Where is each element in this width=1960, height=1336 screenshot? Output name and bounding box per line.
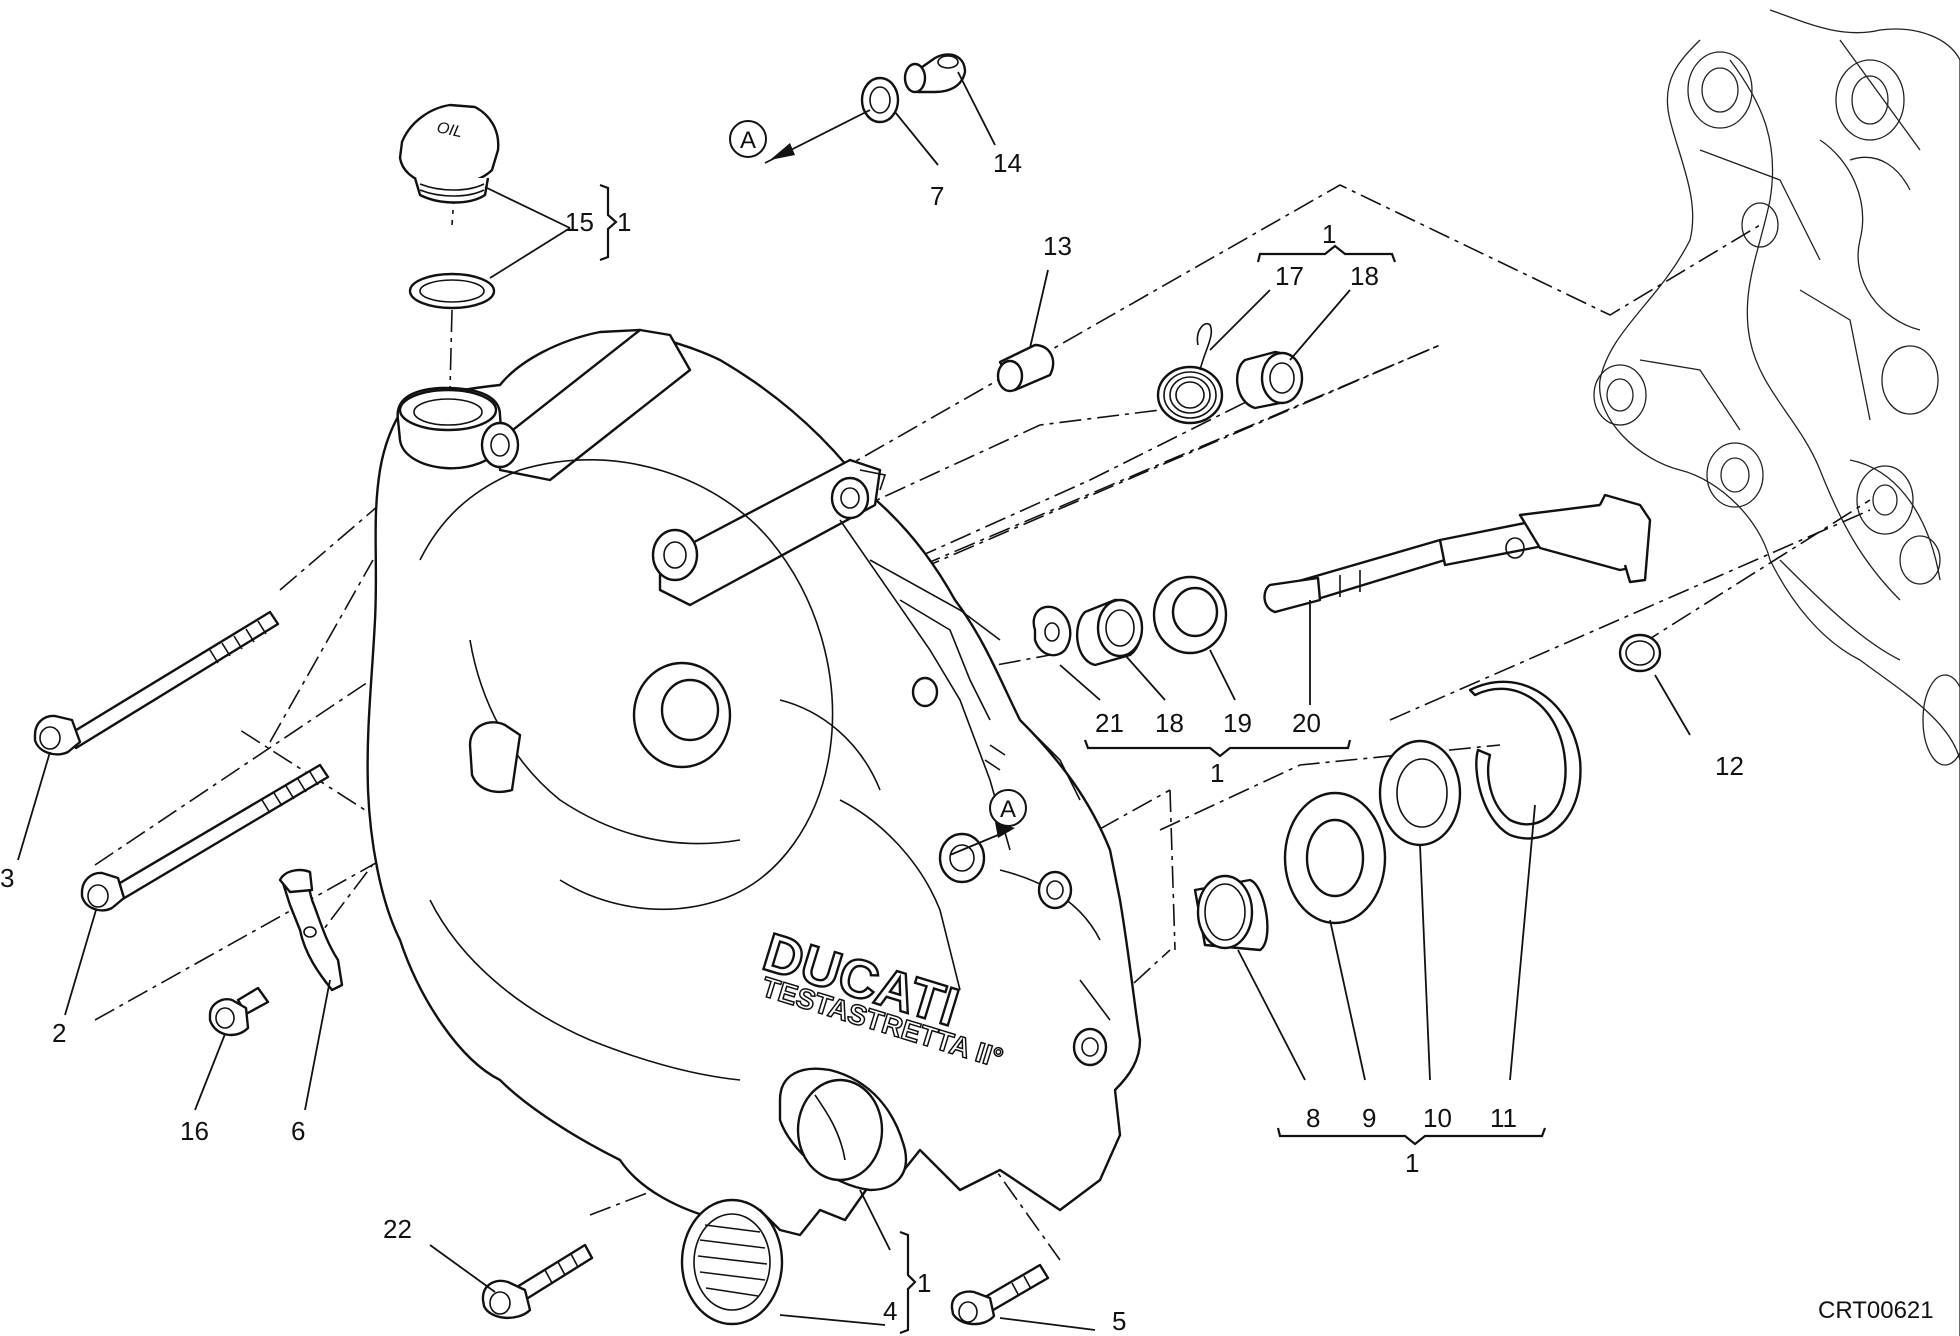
long-bolt-3 [33, 610, 280, 756]
callout-5: 5 [1112, 1306, 1126, 1336]
callout-15-kit: 1 [617, 207, 631, 237]
cable-bracket [278, 868, 344, 992]
view-marker-cover-label: A [1000, 796, 1016, 823]
return-spring [1156, 323, 1224, 425]
crankcase-outline [1593, 9, 1960, 1336]
view-marker-top: A [729, 109, 871, 164]
callout-20: 20 [1292, 708, 1321, 738]
callout-8: 8 [1306, 1103, 1320, 1133]
circlip-small [1032, 605, 1072, 657]
callout-seal-kit: 1 [1405, 1148, 1419, 1178]
dowel-pin [996, 343, 1055, 393]
callout-4: 4 [883, 1296, 897, 1326]
bolt-5 [950, 1263, 1050, 1326]
callout-2: 2 [52, 1018, 66, 1048]
callout-6: 6 [291, 1116, 305, 1146]
callout-19: 19 [1223, 708, 1252, 738]
needle-bearing-lower [1076, 598, 1144, 667]
view-marker-top-label: A [740, 127, 756, 154]
circlip-11 [1468, 680, 1582, 840]
reference-code: CRT00621 [1818, 1297, 1934, 1324]
callout-14: 14 [993, 148, 1022, 178]
clutch-cover: DUCATI TESTASTRETTA II° [366, 328, 1142, 1237]
cap-bolt [903, 53, 967, 94]
kit-braces [599, 183, 1547, 1335]
oil-seal-9 [1283, 791, 1387, 925]
needle-bearing-top [1236, 350, 1304, 410]
callout-labels: 15 1 7 14 13 1 17 18 21 18 19 20 1 12 8 … [0, 148, 1934, 1336]
callout-10: 10 [1423, 1103, 1452, 1133]
callout-22: 22 [383, 1214, 412, 1244]
callout-15: 15 [565, 207, 594, 237]
oil-seal-shaft [1152, 575, 1228, 655]
callout-12: 12 [1715, 751, 1744, 781]
callout-9: 9 [1362, 1103, 1376, 1133]
callout-11: 11 [1490, 1103, 1517, 1133]
callout-top-kit: 1 [1322, 219, 1336, 249]
callout-3: 3 [0, 863, 14, 893]
callout-17: 17 [1275, 261, 1304, 291]
o-ring-12 [1618, 633, 1662, 673]
bush-8 [1193, 874, 1269, 952]
bracket-bolt [208, 986, 270, 1037]
callout-7: 7 [930, 181, 944, 211]
bolt-22 [481, 1243, 594, 1319]
callout-21: 21 [1095, 708, 1124, 738]
leader-lines [17, 71, 1691, 1331]
callout-4-kit: 1 [917, 1268, 931, 1298]
inspection-cap [680, 1198, 784, 1326]
oil-filler-cap: OIL [398, 103, 500, 204]
callout-18: 18 [1155, 708, 1184, 738]
oil-cap-o-ring [408, 272, 496, 310]
shim-10 [1378, 739, 1462, 847]
long-bolt-2 [80, 763, 330, 912]
callout-13: 13 [1043, 231, 1072, 261]
clutch-shaft-lever [1263, 493, 1652, 614]
sealing-washer [860, 76, 900, 124]
callout-shaft-kit: 1 [1210, 758, 1224, 788]
callout-16: 16 [180, 1116, 209, 1146]
oil-cap-label: OIL [435, 119, 464, 141]
view-marker-cover: A [949, 789, 1027, 856]
callout-18-top: 18 [1350, 261, 1379, 291]
